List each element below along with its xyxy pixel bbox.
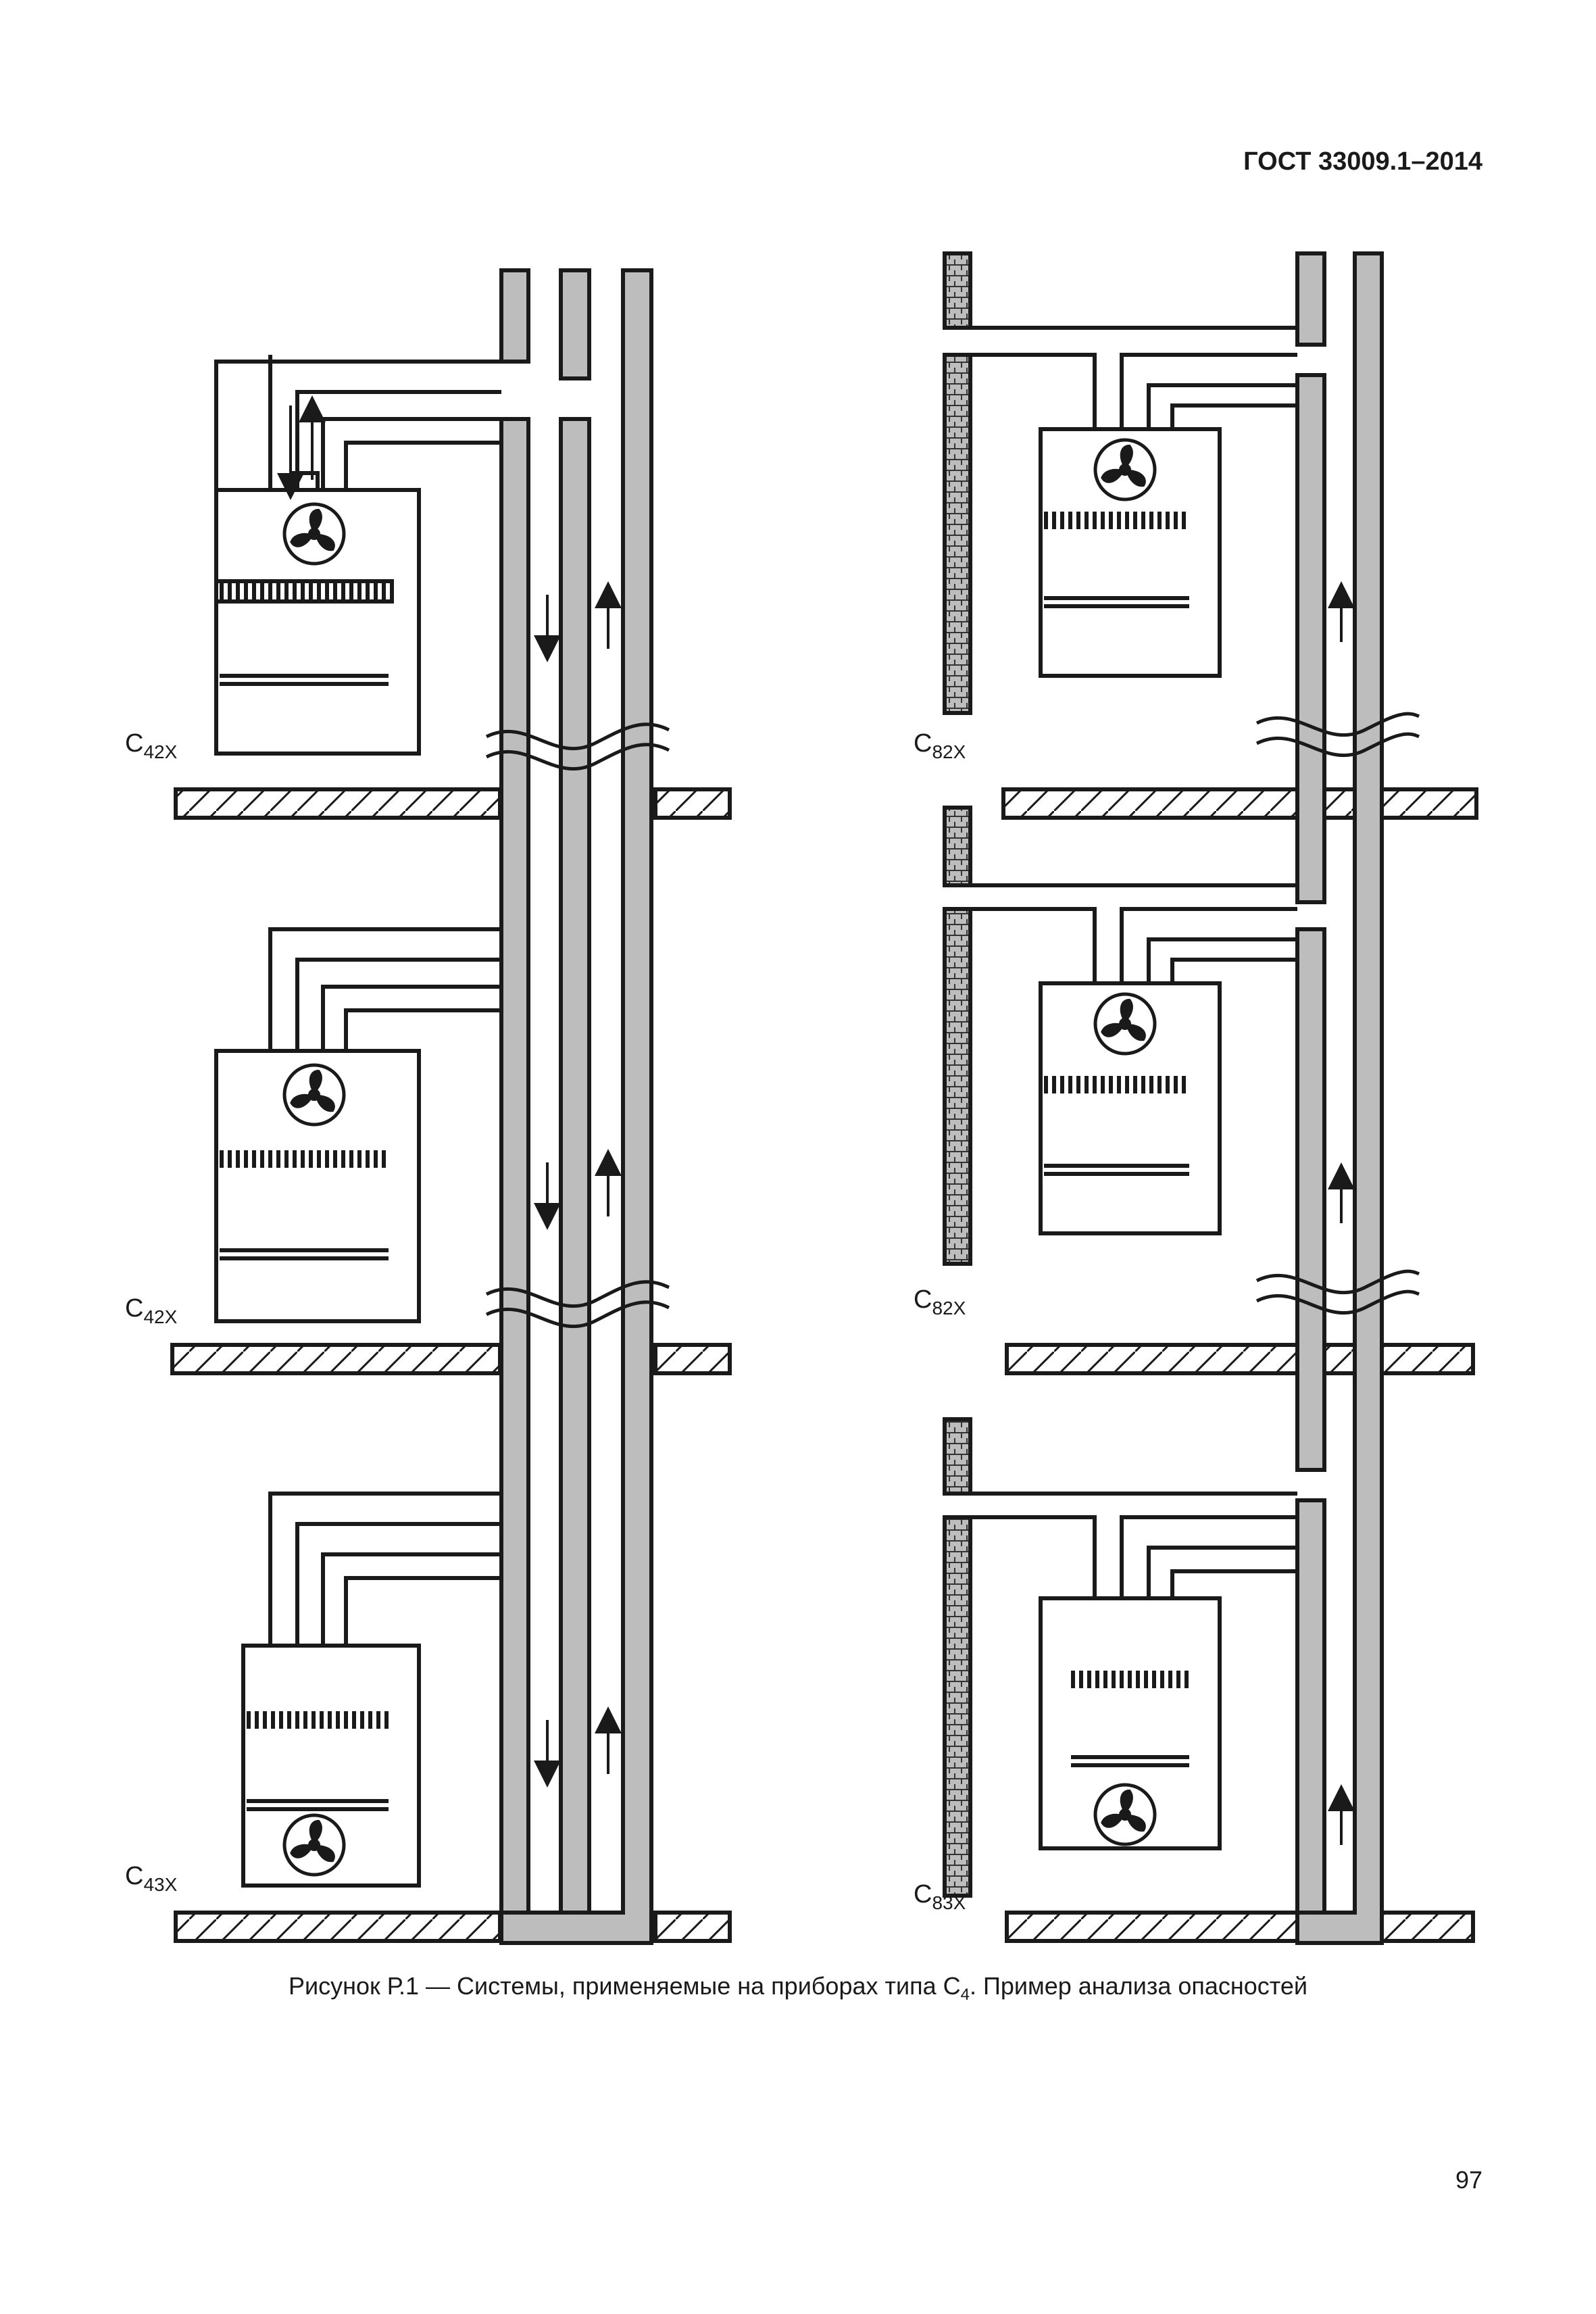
label-c42x-2: C42X bbox=[125, 1294, 178, 1327]
label-c42x-1: C42X bbox=[125, 729, 178, 762]
label-c83x: C83X bbox=[914, 1880, 966, 1913]
page-number: 97 bbox=[1455, 2166, 1482, 2194]
figure-caption: Рисунок Р.1 — Системы, применяемые на пр… bbox=[288, 1972, 1307, 2004]
left-system bbox=[170, 268, 732, 1945]
right-system bbox=[943, 251, 1478, 1945]
standard-code: ГОСТ 33009.1–2014 bbox=[1243, 147, 1482, 176]
label-c43x: C43X bbox=[125, 1862, 178, 1895]
label-c82x-1: C82X bbox=[914, 729, 966, 762]
label-c82x-2: C82X bbox=[914, 1285, 966, 1319]
